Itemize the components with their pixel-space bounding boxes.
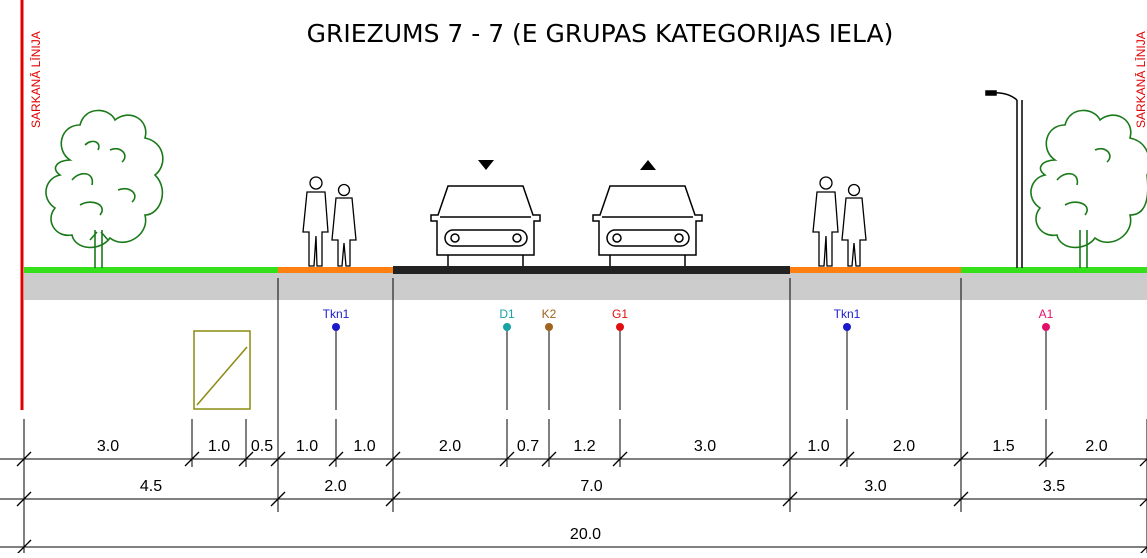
dimension-label: 1.0 — [208, 438, 230, 455]
dimension-label: 1.0 — [296, 438, 318, 455]
ground-band — [24, 272, 1147, 300]
dimension-tick — [1139, 546, 1147, 555]
utility-box-icon — [193, 330, 251, 410]
roadway — [393, 266, 790, 274]
tree-icon — [45, 109, 164, 268]
green-zone-right — [961, 267, 1147, 273]
dimension-label: 1.5 — [992, 438, 1014, 455]
car-icon — [592, 185, 703, 266]
utility-marker-g1: G1 — [612, 307, 628, 410]
utility-label: K2 — [542, 307, 557, 321]
utility-marker-d1: D1 — [499, 307, 515, 410]
tree-icon — [1030, 109, 1147, 268]
utility-markers: Tkn1 D1 K2 G1 Tkn1 A1 — [323, 307, 1054, 410]
red-line-label-left: SARKANĀ LĪNIJA — [29, 31, 43, 128]
utility-marker-tkn1: Tkn1 — [834, 307, 861, 410]
dimension-tick — [1139, 458, 1147, 467]
car-icon — [430, 185, 541, 266]
dimension-label: 2.0 — [324, 478, 346, 495]
pedestrians-icon — [812, 176, 867, 267]
dimension-row-3: 20.0 — [0, 507, 1147, 555]
dimension-label: 1.2 — [573, 438, 595, 455]
sidewalk-right — [790, 267, 961, 273]
dimension-label: 1.0 — [807, 438, 829, 455]
direction-up-arrow-icon — [640, 160, 656, 170]
utility-label: G1 — [612, 307, 628, 321]
utility-label: Tkn1 — [834, 307, 861, 321]
utility-label: D1 — [499, 307, 515, 321]
dimension-label: 2.0 — [893, 438, 915, 455]
sidewalk-left — [278, 267, 393, 273]
utility-marker-tkn1: Tkn1 — [323, 307, 350, 410]
red-line-label-right: SARKANĀ LĪNIJA — [1134, 31, 1147, 128]
green-zone-left — [24, 267, 278, 273]
dimension-label: 0.5 — [251, 438, 273, 455]
dimension-label: 3.5 — [1043, 478, 1065, 495]
utility-label: A1 — [1039, 307, 1054, 321]
utility-marker-k2: K2 — [542, 307, 557, 410]
dimension-label: 3.0 — [864, 478, 886, 495]
dimension-label: 0.7 — [517, 438, 539, 455]
dimension-label: 1.0 — [353, 438, 375, 455]
dimension-label: 4.5 — [140, 478, 162, 495]
dimension-tick — [1139, 498, 1147, 507]
drawing-title: GRIEZUMS 7 - 7 (E GRUPAS KATEGORIJAS IEL… — [307, 19, 894, 48]
dimension-label: 20.0 — [570, 526, 601, 543]
dimension-row-2: 4.5 2.0 7.0 3.0 3.5 — [0, 459, 1147, 507]
direction-down-arrow-icon — [478, 160, 494, 170]
dimension-label: 3.0 — [694, 438, 716, 455]
dimension-row-1: 3.0 1.0 0.5 1.0 1.0 2.0 0.7 1.2 3.0 1.0 2.0 1.5 2.0 — [0, 419, 1147, 467]
street-lamp-icon — [985, 90, 1023, 268]
dimension-label: 3.0 — [97, 438, 119, 455]
dimension-label: 2.0 — [1085, 438, 1107, 455]
pedestrians-icon — [302, 176, 357, 267]
utility-marker-a1: A1 — [1039, 307, 1054, 410]
utility-label: Tkn1 — [323, 307, 350, 321]
dimension-label: 7.0 — [580, 478, 602, 495]
dimension-label: 2.0 — [439, 438, 461, 455]
